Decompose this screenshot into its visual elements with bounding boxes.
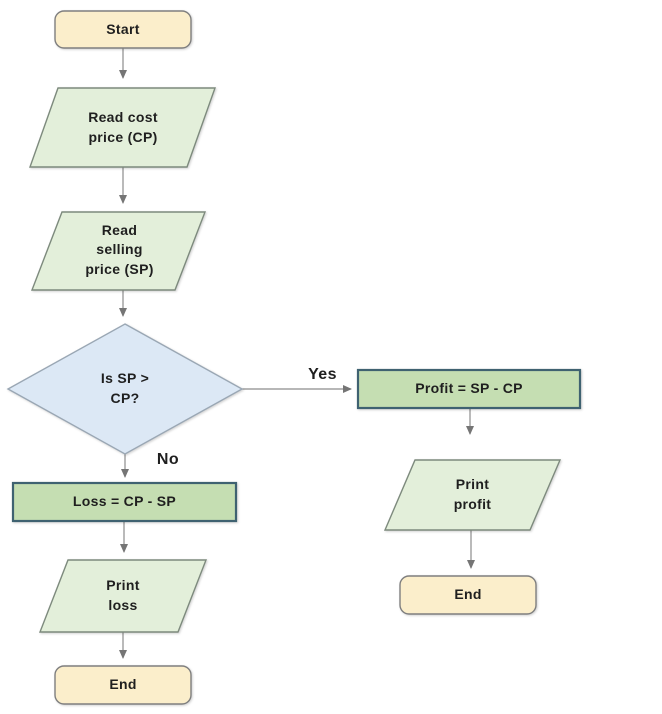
nodes (6, 10, 582, 705)
start-terminator-shape (54, 10, 192, 49)
edges (119, 48, 475, 659)
profit-process-shape (356, 368, 582, 410)
read-selling-price-parallelogram (30, 211, 207, 291)
read-cost-price-parallelogram (29, 87, 216, 168)
end-left-terminator-shape (54, 665, 192, 705)
end-right-terminator-shape (399, 575, 537, 615)
loss-process-shape (11, 481, 238, 523)
is-sp-greater-cp-diamond (6, 323, 244, 455)
print-loss-parallelogram (38, 559, 208, 633)
print-profit-parallelogram (383, 459, 562, 531)
